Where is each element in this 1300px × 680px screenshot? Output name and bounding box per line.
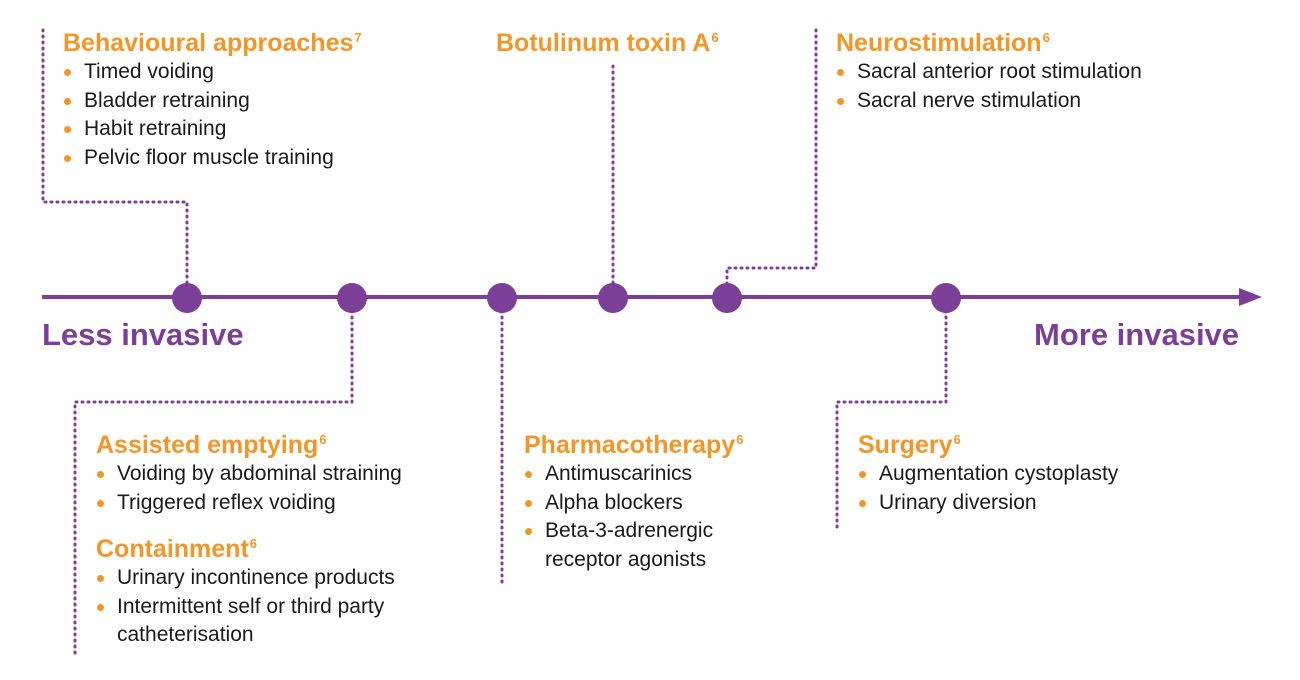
- bullet-icon: [837, 69, 844, 76]
- list-item: Habit retraining: [63, 115, 362, 144]
- node-assisted: [337, 283, 367, 313]
- group-title: Surgery6: [858, 431, 961, 459]
- list-item-text: catheterisation: [117, 623, 254, 647]
- node-pharmacotherapy: [487, 283, 517, 313]
- list-item-text: Urinary incontinence products: [117, 566, 395, 589]
- reference-number: 6: [711, 29, 719, 45]
- list-item: Triggered reflex voiding: [96, 489, 402, 518]
- bullet-icon: [64, 155, 71, 163]
- connector-neurostimulation: [725, 28, 818, 287]
- bullet-icon: [64, 126, 71, 134]
- list-item-text: Beta-3-adrenergic: [545, 519, 714, 543]
- reference-number: 6: [736, 431, 744, 447]
- bullet-icon: [97, 603, 104, 611]
- bullet-icon: [837, 97, 844, 105]
- group-title: Botulinum toxin A6: [496, 29, 719, 57]
- list-item-text: Voiding by abdominal straining: [117, 462, 402, 485]
- bullet-icon: [525, 471, 532, 478]
- list-item: Sacral nerve stimulation: [836, 87, 1142, 116]
- bullet-icon: [97, 471, 104, 478]
- list-item: receptor agonists: [524, 546, 743, 575]
- group-title: Containment6: [96, 535, 258, 563]
- list-item: Antimuscarinics: [524, 460, 743, 489]
- group-assisted: Assisted emptying6 Voiding by abdominal …: [96, 430, 402, 517]
- list-item: Augmentation cystoplasty: [858, 460, 1118, 489]
- list-item: catheterisation: [96, 621, 395, 650]
- list-item: Alpha blockers: [524, 489, 743, 518]
- list-item-text: Urinary diversion: [879, 490, 1037, 514]
- list-item-text: Sacral anterior root stimulation: [857, 60, 1142, 83]
- node-behavioural: [172, 283, 202, 313]
- connector-lines: [41, 28, 948, 657]
- node-botulinum: [598, 283, 628, 313]
- reference-number: 6: [249, 535, 258, 551]
- group-title: Pharmacotherapy6: [524, 431, 744, 459]
- bullet-icon: [64, 97, 71, 105]
- more-invasive-label: More invasive: [1034, 317, 1240, 352]
- group-title: Assisted emptying6: [96, 431, 327, 459]
- list-item: Voiding by abdominal straining: [96, 460, 402, 489]
- connector-assisted: [73, 309, 354, 657]
- list-item: Timed voiding: [63, 58, 362, 87]
- connector-surgery: [835, 309, 948, 530]
- bullet-icon: [859, 471, 866, 478]
- list-item-text: receptor agonists: [545, 548, 707, 572]
- timeline-arrowhead: [1239, 288, 1262, 306]
- bullet-icon: [64, 69, 71, 76]
- reference-number: 7: [354, 29, 362, 45]
- list-item-text: Alpha blockers: [545, 490, 683, 514]
- list-item: Sacral anterior root stimulation: [836, 58, 1142, 87]
- group-containment: Containment6 Urinary incontinence produc…: [96, 534, 395, 650]
- node-neurostimulation: [712, 283, 742, 313]
- node-surgery: [931, 283, 961, 313]
- less-invasive-label: Less invasive: [42, 317, 244, 352]
- group-title: Behavioural approaches7: [63, 29, 362, 57]
- list-item-text: Augmentation cystoplasty: [879, 462, 1119, 485]
- bullet-icon: [97, 499, 104, 507]
- list-item-text: Timed voiding: [84, 60, 214, 83]
- bullet-icon: [859, 499, 866, 507]
- list-item: Beta-3-adrenergic: [524, 517, 743, 546]
- list-item-text: Triggered reflex voiding: [117, 490, 336, 514]
- group-botulinum: Botulinum toxin A6: [496, 28, 719, 58]
- list-item-text: Sacral nerve stimulation: [857, 88, 1082, 112]
- list-item-text: Intermittent self or third party: [117, 594, 385, 618]
- list-item: Bladder retraining: [63, 87, 362, 116]
- group-title: Neurostimulation6: [836, 29, 1050, 57]
- list-item: Urinary diversion: [858, 489, 1118, 518]
- connector-behavioural: [41, 28, 189, 287]
- list-item: Pelvic floor muscle training: [63, 144, 362, 173]
- bullet-icon: [97, 575, 104, 582]
- list-item: Urinary incontinence products: [96, 564, 395, 593]
- bullet-icon: [525, 499, 532, 507]
- reference-number: 6: [319, 431, 327, 447]
- list-item-text: Bladder retraining: [84, 88, 250, 112]
- group-neurostimulation: Neurostimulation6 Sacral anterior root s…: [836, 28, 1142, 115]
- bullet-icon: [525, 528, 532, 536]
- list-item: Intermittent self or third party: [96, 593, 395, 622]
- list-item-text: Antimuscarinics: [545, 462, 693, 485]
- list-item-text: Habit retraining: [84, 117, 227, 141]
- list-item-text: Pelvic floor muscle training: [84, 146, 334, 170]
- reference-number: 6: [1042, 29, 1050, 45]
- reference-number: 6: [953, 431, 961, 447]
